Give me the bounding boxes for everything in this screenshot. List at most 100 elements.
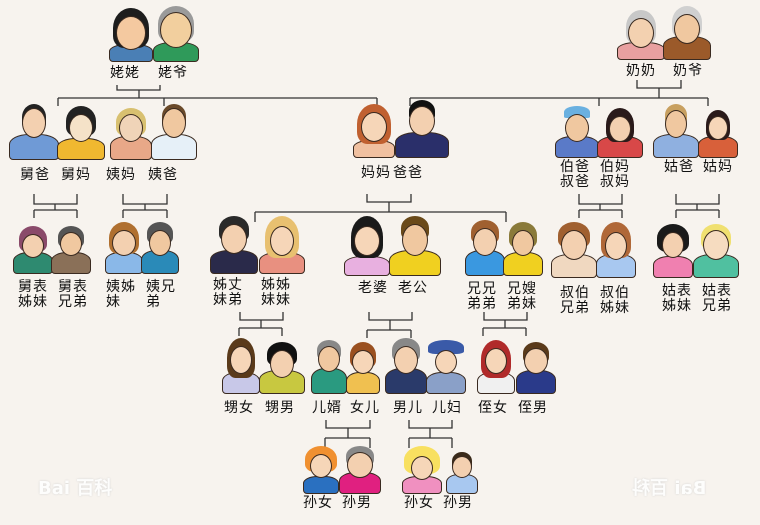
label-bo-cousin-brothers: 叔伯 兄弟 — [560, 285, 590, 316]
jiuma-figure — [57, 102, 105, 160]
sister-figure — [258, 214, 306, 274]
bo-children — [551, 220, 636, 278]
gu-children — [652, 222, 739, 278]
label-husband: 老公 — [398, 280, 428, 296]
jiu-children — [13, 222, 91, 274]
son-in-law-figure — [311, 338, 347, 394]
sister-in-law-figure — [503, 216, 543, 276]
label-son: 男儿 — [393, 400, 423, 416]
brother-figure — [465, 216, 505, 276]
label-sister-husband: 姊丈 妹弟 — [213, 277, 243, 308]
nainai-figure — [617, 6, 665, 60]
yi-cousin-boy-figure — [141, 220, 179, 274]
grandma-figure — [108, 6, 153, 62]
label-mother: 妈妈 — [361, 165, 391, 181]
label-zhi-nv: 侄女 — [478, 400, 508, 416]
label-jiuma: 舅妈 — [61, 167, 91, 183]
grandson-1-figure — [339, 444, 381, 494]
gu-couple — [653, 104, 740, 158]
nephew-boy-sister-figure — [259, 336, 305, 394]
label-brothers-wives: 兄嫂 弟妹 — [507, 281, 537, 312]
mother-figure — [352, 100, 396, 158]
label-gu-cousin-sisters: 姑表 姊妹 — [662, 283, 692, 314]
jiuba-figure — [9, 102, 59, 160]
label-son-in-law: 儿婿 — [312, 400, 342, 416]
label-grandson-1: 孙男 — [342, 495, 372, 511]
bo-cousin-girl-figure — [596, 220, 636, 278]
granddaughter-1-figure — [302, 444, 340, 494]
jiu-cousin-girl-figure — [13, 222, 53, 274]
label-gu-cousin-brothers: 姑表 兄弟 — [702, 283, 732, 314]
self-couple — [344, 214, 441, 276]
gu-cousin-girl-figure — [652, 222, 694, 278]
label-granddaughter-2: 孙女 — [404, 495, 434, 511]
daughter-figure — [346, 338, 380, 394]
label-boma-shuma: 伯妈 叔妈 — [600, 159, 630, 190]
label-jiu-cousin-sister: 舅表 姊妹 — [18, 279, 48, 310]
paternal-grandparents — [617, 6, 711, 60]
label-guba: 姑爸 — [664, 159, 694, 175]
label-daughter-in-law: 儿妇 — [432, 400, 462, 416]
son-grandchildren — [400, 442, 480, 494]
sister-couple — [210, 214, 310, 274]
label-wife: 老婆 — [358, 280, 388, 296]
label-yi-cousin-brother: 姨兄 弟 — [146, 279, 176, 310]
yi-couple — [110, 102, 197, 160]
wife-figure — [344, 214, 390, 276]
boba-figure — [555, 104, 599, 158]
jiu-cousin-boy-figure — [51, 222, 91, 274]
label-laolao: 姥姥 — [110, 65, 140, 81]
yi-children — [105, 220, 179, 274]
label-bo-cousin-sisters: 叔伯 姊妹 — [600, 285, 630, 316]
jiu-couple — [9, 102, 105, 160]
label-brothers: 兄兄 弟弟 — [467, 281, 497, 312]
yi-cousin-girl-figure — [105, 220, 143, 274]
maternal-grandparents — [108, 6, 199, 62]
brother-children — [476, 338, 556, 394]
gu-cousin-boy-figure — [693, 222, 739, 278]
label-zhi-nan: 侄男 — [518, 400, 548, 416]
label-daughter: 女儿 — [350, 400, 380, 416]
label-granddaughter-1: 孙女 — [303, 495, 333, 511]
watermark-left: Bai 百科 — [38, 478, 113, 499]
label-jiu-cousin-brother: 舅表 兄弟 — [58, 279, 88, 310]
granddaughter-2-figure — [400, 442, 444, 494]
daughter-couple — [311, 338, 380, 394]
nephew-girl-sister-figure — [222, 336, 260, 394]
naiye-figure — [663, 6, 711, 60]
brother-couple — [465, 216, 543, 276]
label-yi-cousin-sister: 姨姊 妹 — [106, 279, 136, 310]
label-guma: 姑妈 — [703, 159, 733, 175]
husband-figure — [389, 214, 441, 276]
father-figure — [395, 100, 449, 158]
guba-figure — [653, 104, 699, 158]
son-couple — [385, 336, 466, 394]
label-yima: 姨妈 — [106, 167, 136, 183]
label-nainai: 奶奶 — [626, 63, 656, 79]
watermark-right: Bai 百科 — [632, 478, 707, 499]
guma-figure — [698, 104, 738, 158]
grandpa-figure — [152, 6, 199, 62]
yiba-figure — [151, 102, 197, 160]
label-naiye: 奶爷 — [673, 63, 703, 79]
label-sheng-nan: 甥男 — [265, 400, 295, 416]
label-boba-shuba: 伯爸 叔爸 — [560, 159, 590, 190]
parents-couple — [352, 100, 449, 158]
label-grandson-2: 孙男 — [443, 495, 473, 511]
boma-figure — [597, 104, 643, 158]
grandson-2-figure — [444, 442, 480, 494]
label-father: 爸爸 — [393, 165, 423, 181]
label-sheng-nv: 甥女 — [224, 400, 254, 416]
yima-figure — [110, 102, 152, 160]
son-figure — [385, 336, 427, 394]
nephew-figure — [516, 338, 556, 394]
sister-children — [222, 336, 305, 394]
label-sisters: 姊姊 妹妹 — [261, 277, 291, 308]
brother-in-law-figure — [210, 214, 258, 274]
daughter-in-law-figure — [426, 336, 466, 394]
label-jiuba: 舅爸 — [20, 167, 50, 183]
label-yiba: 姨爸 — [148, 167, 178, 183]
bo-cousin-boy-figure — [551, 220, 597, 278]
